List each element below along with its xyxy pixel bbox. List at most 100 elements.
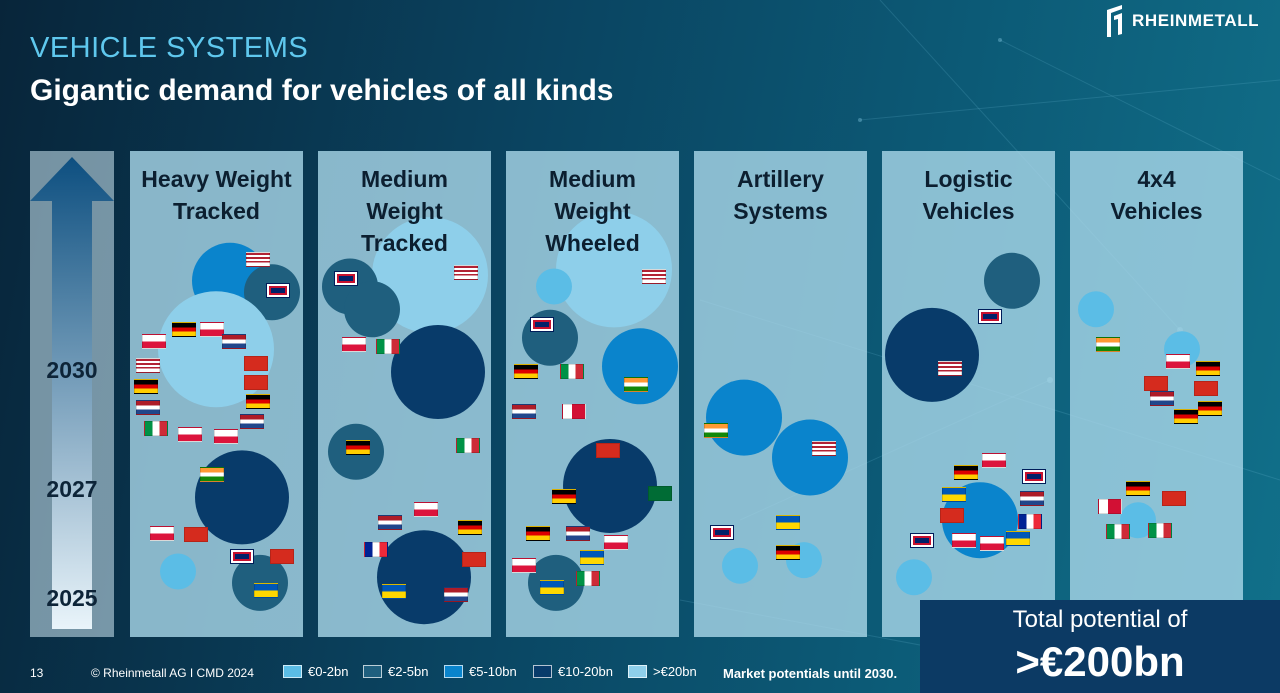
flag-icon <box>246 394 270 409</box>
year-2027: 2027 <box>46 476 98 502</box>
bubble-us <box>372 217 488 334</box>
bubble-us <box>772 419 848 496</box>
flag-icon <box>334 271 358 286</box>
bubble-sa <box>563 439 657 533</box>
legend-swatch <box>444 665 463 678</box>
bubble-in <box>195 450 289 545</box>
flag-icon <box>954 465 978 480</box>
flag-icon <box>540 580 564 595</box>
flag-icon <box>230 549 254 564</box>
flag-icon <box>982 453 1006 468</box>
flag-icon <box>704 423 728 438</box>
flag-icon <box>462 552 486 567</box>
rheinmetall-logo: RHEINMETALL <box>1104 4 1259 38</box>
flag-icon <box>184 527 208 542</box>
flag-icon <box>910 533 934 548</box>
flag-icon <box>1020 491 1044 506</box>
flag-icon <box>382 584 406 599</box>
flag-icon <box>812 441 836 456</box>
flag-icon <box>172 322 196 337</box>
flag-icon <box>1162 491 1186 506</box>
flag-icon <box>1166 354 1190 369</box>
legend-label: €5-10bn <box>469 664 517 679</box>
flag-icon <box>776 515 800 530</box>
flag-icon <box>200 322 224 337</box>
total-value: >€200bn <box>1015 638 1185 685</box>
flag-icon <box>270 549 294 564</box>
flag-icon <box>254 583 278 598</box>
timeline-arrow-icon <box>30 157 114 629</box>
section-kicker: VEHICLE SYSTEMS <box>30 32 309 64</box>
bubble-it <box>391 325 485 419</box>
flag-icon <box>134 379 158 394</box>
flag-icon <box>214 429 238 444</box>
flag-icon <box>978 309 1002 324</box>
bubble-in <box>1078 291 1114 328</box>
flag-icon <box>1098 499 1122 514</box>
legend-item: €2-5bn <box>363 664 428 679</box>
flag-icon <box>142 334 166 349</box>
flag-icon <box>1198 401 1222 416</box>
flag-icon <box>136 400 160 415</box>
flag-icon <box>648 486 672 501</box>
flag-icon <box>1148 523 1172 538</box>
flag-icon <box>378 515 402 530</box>
flag-icon <box>222 334 246 349</box>
flag-icon <box>576 571 600 586</box>
page-title: Gigantic demand for vehicles of all kind… <box>30 74 614 107</box>
flag-icon <box>512 404 536 419</box>
flag-icon <box>526 526 550 541</box>
flag-icon <box>456 438 480 453</box>
flag-icon <box>346 440 370 455</box>
legend-item: €0-2bn <box>283 664 348 679</box>
flag-icon <box>244 356 268 371</box>
total-potential-box: Total potential of >€200bn <box>920 600 1280 693</box>
bubble-us <box>556 211 672 328</box>
flag-icon <box>604 535 628 550</box>
flag-icon <box>1174 409 1198 424</box>
flag-icon <box>560 364 584 379</box>
flag-icon <box>566 526 590 541</box>
flag-icon <box>940 508 964 523</box>
flag-icon <box>1018 514 1042 529</box>
bubble-pl-group <box>377 530 471 625</box>
flag-icon <box>178 427 202 442</box>
flag-icon <box>454 265 478 280</box>
flag-icon <box>150 526 174 541</box>
flag-icon <box>376 339 400 354</box>
flag-icon <box>244 375 268 390</box>
flag-icon <box>1022 469 1046 484</box>
flag-icon <box>144 421 168 436</box>
legend-label: €0-2bn <box>308 664 349 679</box>
year-2030: 2030 <box>46 357 98 383</box>
flag-icon <box>1126 481 1150 496</box>
legend-swatch <box>363 665 382 678</box>
flag-icon <box>200 467 224 482</box>
flag-icon <box>266 283 290 298</box>
flag-icon <box>514 364 538 379</box>
bubble-gb <box>984 252 1040 309</box>
total-label: Total potential of <box>1012 606 1188 633</box>
flag-icon <box>624 377 648 392</box>
flag-icon <box>580 550 604 565</box>
rheinmetall-logo-icon <box>1107 5 1122 37</box>
legend-swatch <box>628 665 647 678</box>
page-number: 13 <box>30 666 44 680</box>
flag-icon <box>458 520 482 535</box>
flag-icon <box>1196 361 1220 376</box>
flag-icon <box>776 545 800 560</box>
flag-icon <box>1144 376 1168 391</box>
legend-item: €10-20bn <box>533 664 613 679</box>
flag-icon <box>942 487 966 502</box>
legend-label: €2-5bn <box>388 664 429 679</box>
flag-icon <box>246 252 270 267</box>
flag-icon <box>444 587 468 602</box>
bubble-gb <box>896 559 932 596</box>
legend-label: €10-20bn <box>558 664 613 679</box>
flag-icon <box>562 404 586 419</box>
bubble-br <box>344 281 400 338</box>
